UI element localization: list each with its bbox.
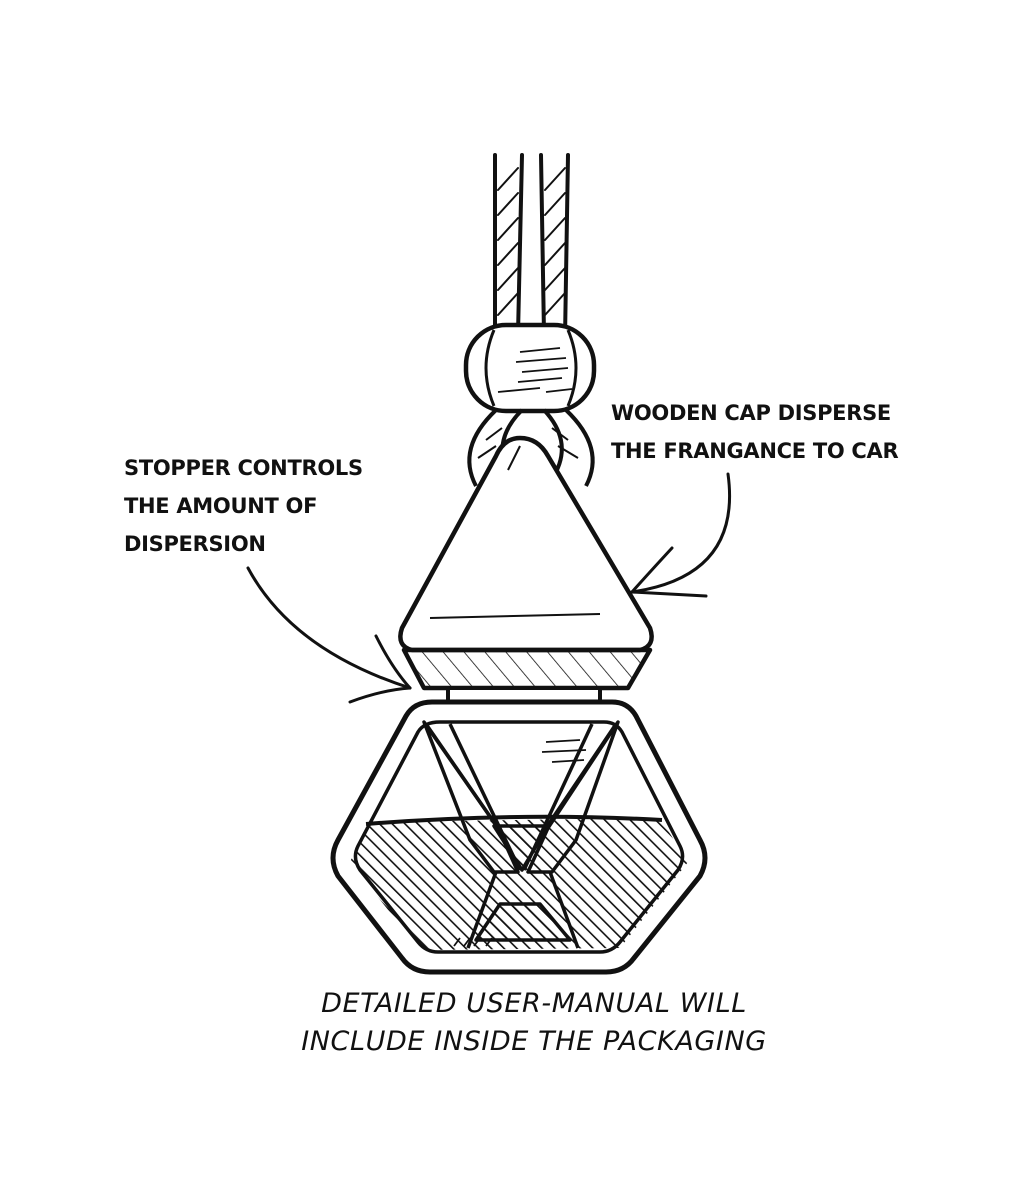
stopper-arrow <box>246 566 412 704</box>
stopper-label-line-2: THE AMOUNT OF <box>124 494 318 518</box>
wooden-cap-label-line-1: WOODEN CAP DISPERSE <box>611 401 891 425</box>
wooden-bead <box>463 322 597 414</box>
stopper-label-line-1: STOPPER CONTROLS <box>124 456 363 480</box>
wooden-cap-label: WOODEN CAP DISPERSE THE FRANGANCE TO CAR <box>611 394 899 470</box>
stopper-band <box>401 647 653 704</box>
wooden-cap-label-line-2: THE FRANGANCE TO CAR <box>611 439 899 463</box>
hexagon-bottle <box>330 699 708 975</box>
caption-line-1: DETAILED USER-MANUAL WILL <box>321 988 747 1019</box>
stopper-label: STOPPER CONTROLS THE AMOUNT OF DISPERSIO… <box>124 449 363 563</box>
hanging-cord <box>493 153 570 340</box>
user-manual-caption: DETAILED USER-MANUAL WILL INCLUDE INSIDE… <box>0 985 1024 1061</box>
cap-arrow <box>630 472 731 598</box>
stopper-label-line-3: DISPERSION <box>124 532 266 556</box>
caption-line-2: INCLUDE INSIDE THE PACKAGING <box>301 1026 767 1057</box>
